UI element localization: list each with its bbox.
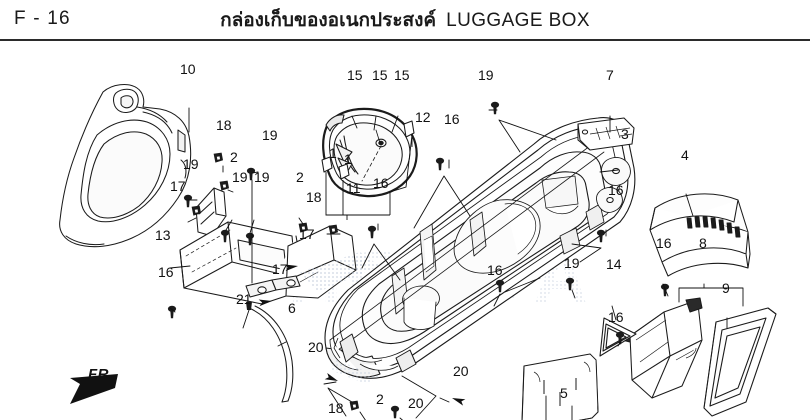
callout-number-15: 15	[394, 67, 410, 83]
front-hinge-details	[333, 333, 417, 373]
callout-number-16: 16	[158, 264, 174, 280]
exploded-parts-drawing: HONDA	[59, 83, 777, 420]
callout-number-1: 1	[329, 145, 337, 161]
callout-number-20: 20	[453, 363, 469, 379]
grommet-21	[246, 302, 252, 310]
leader-lines	[169, 107, 744, 420]
front-direction-arrow	[70, 374, 118, 404]
callout-number-18: 18	[328, 400, 344, 416]
callout-number-19: 19	[564, 255, 580, 271]
callout-number-18: 18	[216, 117, 232, 133]
callout-number-18: 18	[306, 189, 322, 205]
callout-number-16: 16	[608, 309, 624, 325]
part-11-12-seal-assembly	[321, 107, 418, 198]
clip-icon-2a	[219, 180, 229, 191]
callout-number-16: 16	[608, 182, 624, 198]
callout-number-8: 8	[699, 235, 707, 251]
callout-number-1: 1	[344, 151, 352, 167]
callout-number-2: 2	[230, 149, 238, 165]
bolt-icon-19e	[490, 101, 500, 115]
part-4-curved-duct	[649, 193, 751, 277]
part-9-seal-frame	[703, 307, 777, 417]
bolt-icon-19b	[183, 194, 193, 208]
callout-number-19: 19	[183, 156, 199, 172]
callout-number-9: 9	[722, 280, 730, 296]
callout-number-15: 15	[347, 67, 363, 83]
page-code: F - 16	[14, 8, 71, 29]
callout-number-19: 19	[232, 169, 248, 185]
callout-number-14: 14	[606, 256, 622, 272]
callout-number-16: 16	[487, 262, 503, 278]
callout-number-10: 10	[180, 61, 196, 77]
callout-number-13: 13	[155, 227, 171, 243]
part-5-floor-panel	[521, 353, 599, 420]
callout-number-16: 16	[373, 175, 389, 191]
callout-number-19: 19	[478, 67, 494, 83]
page-title-thai: กล่องเก็บของอเนกประสงค์	[220, 9, 437, 31]
callout-number-17: 17	[170, 178, 186, 194]
callout-number-17: 17	[272, 261, 288, 277]
part-10-inner-cover	[59, 83, 192, 248]
callout-number-20: 20	[308, 339, 324, 355]
arrow-icon-20b	[450, 394, 466, 406]
callout-number-16: 16	[656, 235, 672, 251]
callout-number-4: 4	[681, 147, 689, 163]
front-direction-label: FR.	[88, 366, 114, 383]
callout-number-17: 17	[299, 226, 315, 242]
clip-icon-2c	[349, 400, 359, 411]
page-title-english: LUGGAGE BOX	[446, 10, 590, 31]
callout-number-16: 16	[444, 111, 460, 127]
sheet-header: F - 16 กล่องเก็บของอเนกประสงค์ LUGGAGE BO…	[0, 0, 810, 40]
bolt-icon-16a	[435, 157, 445, 171]
part-13-box-holder	[179, 187, 380, 305]
callout-number-11: 11	[346, 180, 361, 196]
page-title: กล่องเก็บของอเนกประสงค์ LUGGAGE BOX	[0, 5, 810, 35]
callout-number-15: 15	[372, 67, 388, 83]
callout-number-21: 21	[236, 291, 252, 307]
leader-lines-11-12	[325, 134, 413, 220]
bolt-icon-20c	[390, 405, 400, 419]
callout-number-2: 2	[376, 391, 384, 407]
callout-number-3: 3	[621, 126, 629, 142]
callout-number-5: 5	[560, 385, 568, 401]
part-8-inner-tray	[621, 297, 703, 399]
header-divider	[0, 39, 810, 41]
callout-number-6: 6	[288, 300, 296, 316]
callout-number-12: 12	[415, 109, 431, 125]
clip-icon-18a	[213, 152, 223, 163]
part-6-drain-tube	[248, 305, 294, 403]
callout-number-19: 19	[254, 169, 270, 185]
callout-number-20: 20	[408, 395, 424, 411]
callout-number-19: 19	[262, 127, 278, 143]
callout-number-7: 7	[606, 67, 614, 83]
callout-number-2: 2	[296, 169, 304, 185]
